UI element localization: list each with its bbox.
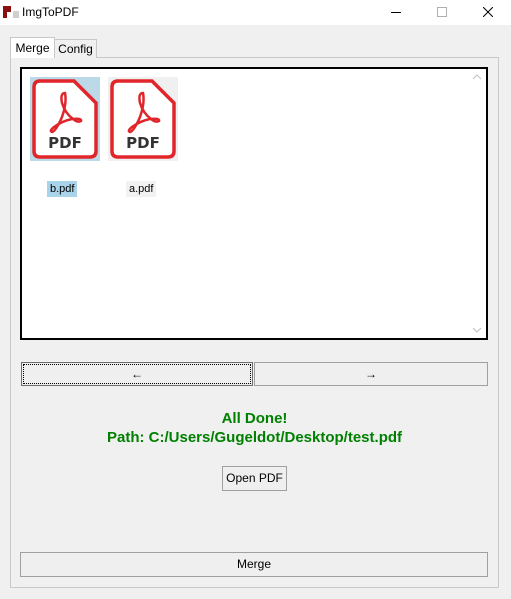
file-name-label: b.pdf [47,181,78,197]
maximize-icon [437,7,447,17]
tab-config[interactable]: Config [54,39,97,58]
move-right-button[interactable]: → [254,362,488,386]
pdf-badge-text: PDF [48,134,82,152]
close-button[interactable] [465,0,511,25]
pdf-file-icon: PDF [32,79,98,159]
title-bar[interactable]: ImgToPDF [0,0,511,25]
pdf-badge-text: PDF [126,134,160,152]
minimize-icon [391,12,401,13]
file-name-label: a.pdf [126,181,157,197]
pdf-file-icon: PDF [110,79,176,159]
status-message: All Done! [221,410,288,427]
maximize-button[interactable] [419,0,465,25]
merge-button[interactable]: Merge [20,552,488,577]
tab-merge[interactable]: Merge [10,37,55,58]
file-thumbnail[interactable]: PDF [30,77,100,161]
file-thumbnail[interactable]: PDF [108,77,178,161]
open-pdf-button[interactable]: Open PDF [222,466,287,491]
output-path: Path: C:/Users/Gugeldot/Desktop/test.pdf [106,429,403,446]
window-title: ImgToPDF [22,5,79,19]
close-icon [483,7,493,17]
minimize-button[interactable] [373,0,419,25]
app-logo-icon [3,6,19,18]
move-left-button[interactable]: ← [21,362,253,386]
scroll-up-icon[interactable] [472,73,482,81]
scroll-down-icon[interactable] [472,326,482,334]
file-list[interactable]: PDF b.pdf PDF a.pdf [20,67,488,340]
